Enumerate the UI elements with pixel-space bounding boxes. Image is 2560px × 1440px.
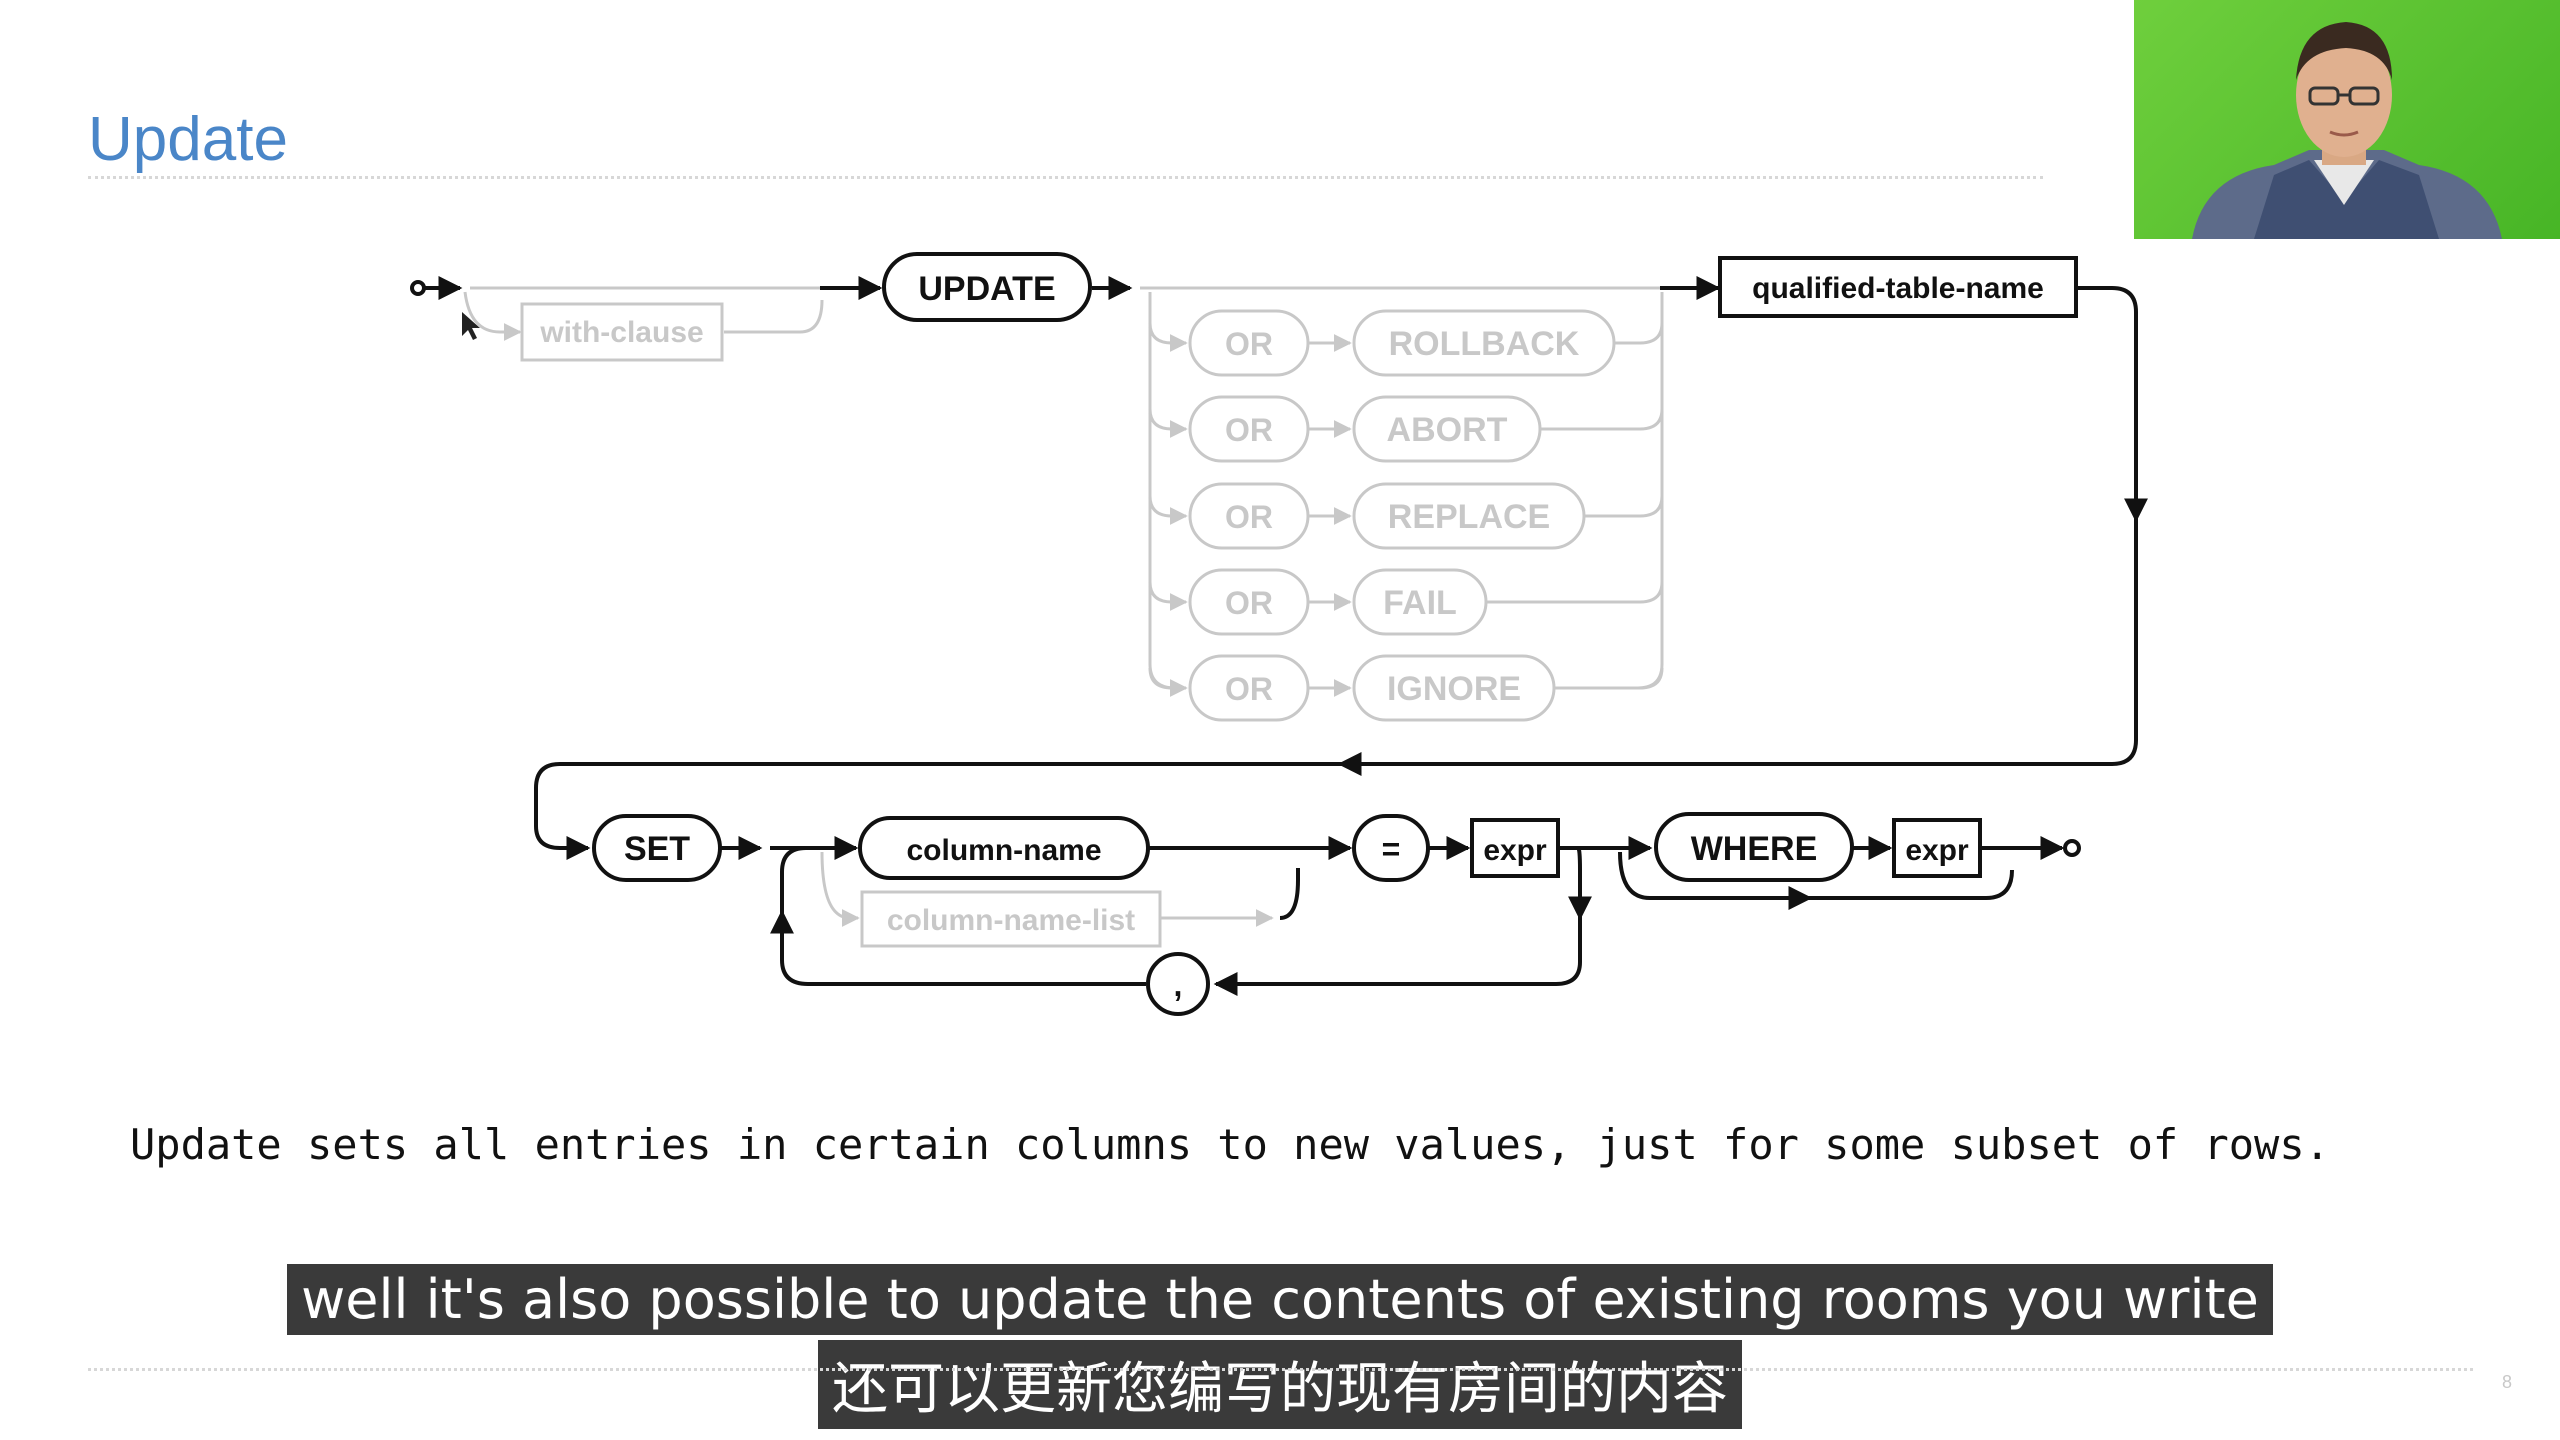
where-expr-box: expr — [1892, 818, 1982, 878]
svg-text:expr: expr — [1905, 834, 1969, 867]
column-name-box: column-name — [858, 816, 1150, 880]
slide-title: Update — [88, 105, 288, 174]
or-keyword: OR — [1188, 482, 1310, 550]
svg-text:column-name-list: column-name-list — [887, 904, 1135, 937]
footer-divider — [88, 1368, 2473, 1371]
update-keyword: UPDATE — [882, 252, 1092, 322]
webcam-video — [2134, 0, 2560, 239]
equals-sign: = — [1352, 814, 1430, 882]
syntax-diagram: with-clause UPDATE OR ROLLBACK OR ABORT OR RE… — [410, 252, 2148, 1016]
column-name-list-box: column-name-list — [860, 890, 1162, 948]
qualified-table-name-box: qualified-table-name — [1718, 256, 2078, 318]
svg-text:ABORT: ABORT — [1387, 411, 1508, 449]
subtitle-english: well it's also possible to update the co… — [287, 1264, 2273, 1335]
row-2-tracks — [720, 836, 2081, 996]
or-option-abort: OR ABORT — [1148, 395, 1664, 463]
slide-caption: Update sets all entries in certain colum… — [130, 1120, 2330, 1169]
conflict-option-label: ROLLBACK — [1352, 309, 1616, 377]
or-option-list: OR ROLLBACK OR ABORT OR REPLACE OR FAIL OR IGNORE — [1148, 309, 1664, 722]
conflict-option-label: IGNORE — [1352, 654, 1556, 722]
or-option-fail: OR FAIL — [1148, 568, 1664, 636]
svg-text:FAIL: FAIL — [1383, 584, 1457, 622]
svg-text:WHERE: WHERE — [1691, 830, 1818, 868]
comma-separator: , — [1146, 952, 1210, 1016]
conflict-option-label: FAIL — [1352, 568, 1488, 636]
set-expr-box: expr — [1470, 818, 1560, 878]
svg-text:IGNORE: IGNORE — [1387, 670, 1521, 708]
row-connector — [534, 286, 2148, 860]
svg-text:ROLLBACK: ROLLBACK — [1389, 325, 1580, 363]
subtitle-chinese-row: 还可以更新您编写的现有房间的内容 — [0, 1340, 2560, 1429]
presenter-image — [2192, 22, 2502, 239]
svg-text:column-name: column-name — [906, 834, 1101, 867]
svg-text:with-clause: with-clause — [539, 316, 703, 349]
or-keyword: OR — [1188, 654, 1310, 722]
or-option-replace: OR REPLACE — [1148, 482, 1664, 550]
conflict-option-label: REPLACE — [1352, 482, 1586, 550]
title-divider — [88, 176, 2043, 179]
svg-text:qualified-table-name: qualified-table-name — [1752, 272, 2044, 305]
svg-text:REPLACE: REPLACE — [1388, 498, 1550, 536]
or-option-rollback: OR ROLLBACK — [1148, 309, 1664, 377]
row-1-tracks — [410, 276, 1721, 341]
set-keyword: SET — [592, 814, 722, 882]
subtitle-chinese: 还可以更新您编写的现有房间的内容 — [818, 1340, 1742, 1429]
with-clause-box: with-clause — [520, 302, 724, 362]
svg-text:OR: OR — [1225, 412, 1273, 448]
svg-text:=: = — [1382, 831, 1401, 867]
or-option-ignore: OR IGNORE — [1148, 654, 1664, 722]
mouse-cursor-icon — [462, 312, 480, 340]
conflict-option-label: ABORT — [1352, 395, 1542, 463]
subtitle-english-row: well it's also possible to update the co… — [0, 1264, 2560, 1335]
svg-text:UPDATE: UPDATE — [918, 270, 1055, 308]
where-keyword: WHERE — [1654, 812, 1854, 882]
svg-text:OR: OR — [1225, 585, 1273, 621]
or-keyword: OR — [1188, 395, 1310, 463]
page-number: 8 — [2501, 1372, 2512, 1392]
svg-text:OR: OR — [1225, 499, 1273, 535]
svg-text:,: , — [1174, 967, 1183, 1003]
or-keyword: OR — [1188, 309, 1310, 377]
svg-text:expr: expr — [1483, 834, 1547, 867]
svg-text:OR: OR — [1225, 671, 1273, 707]
or-keyword: OR — [1188, 568, 1310, 636]
svg-text:OR: OR — [1225, 326, 1273, 362]
svg-text:SET: SET — [624, 830, 690, 868]
